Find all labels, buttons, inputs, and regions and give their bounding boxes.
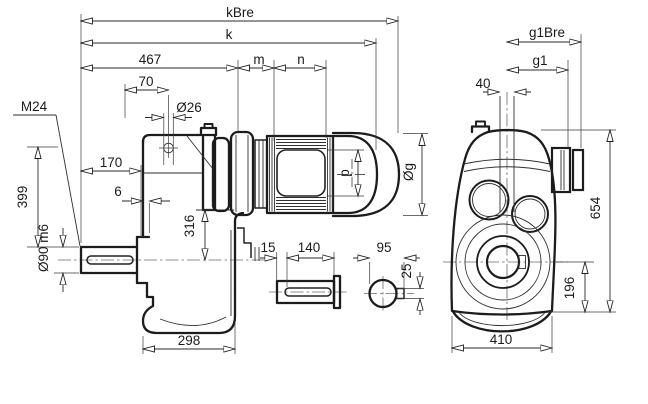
motor-hatch-right: [327, 137, 333, 212]
side-cover-arc-1: [463, 158, 551, 165]
interior-diagonal: [186, 135, 214, 170]
coupling-bump: [211, 136, 231, 213]
dim-label-316: 316: [182, 215, 197, 238]
dim-label-p: p: [337, 169, 352, 177]
snout-steps: [237, 227, 252, 258]
motor-cap-brake: [331, 131, 401, 218]
side-view: g1Bre g1 40 654 196 410: [443, 25, 616, 353]
lifting-tab-cap: [203, 123, 214, 129]
output-bore-mid: [464, 223, 542, 301]
output-bore-outer: [455, 214, 551, 310]
dim-label-kbre: kBre: [226, 5, 254, 20]
lifting-tab: [199, 126, 218, 137]
dim-label-399: 399: [15, 186, 30, 209]
dim-label-170: 170: [100, 155, 123, 170]
side-block-1: [550, 146, 572, 194]
dim-label-n: n: [297, 52, 305, 67]
output-bore-hub: [476, 235, 530, 289]
housing-bulge: [141, 211, 245, 335]
dim-label-6: 6: [114, 184, 122, 199]
housing-top-edge: [141, 133, 203, 144]
motor-stator: [265, 134, 335, 215]
dim-label-26: Ø26: [176, 100, 202, 115]
shaft-keyway: [86, 255, 134, 265]
output-shaft: [79, 245, 139, 275]
motor-fins-top: [276, 139, 326, 149]
motor-flange-ring: [254, 139, 268, 209]
dim-label-95: 95: [376, 240, 391, 255]
shaft-end-detail-view: 95 25: [353, 240, 424, 315]
dim-label-90: Ø90 m6: [36, 224, 51, 272]
dim-label-m: m: [253, 52, 264, 67]
side-dimensions: g1Bre g1 40 654 196 410: [452, 25, 616, 353]
dim-label-15: 15: [260, 240, 275, 255]
detail-flange: [332, 274, 342, 310]
plug-circle-2: [511, 195, 549, 233]
plug-circle-1-inner: [472, 183, 506, 217]
dim-label-467: 467: [139, 52, 162, 67]
side-bottom-inner: [458, 312, 546, 326]
front-dimensions: kBre k 467 m n 70 Ø26 M24 170 6 399 Ø90 …: [13, 5, 428, 354]
front-view: kBre k 467 m n 70 Ø26 M24 170 6 399 Ø90 …: [13, 5, 428, 354]
dim-label-298: 298: [178, 333, 201, 348]
dim-label-og: Øg: [401, 163, 416, 181]
dim-label-g1bre: g1Bre: [529, 25, 565, 40]
side-lug: [470, 125, 491, 134]
side-block-2: [571, 148, 585, 192]
flange-bolt-hole: [159, 113, 178, 165]
motor-hatch-left: [269, 137, 275, 212]
dim-label-g1: g1: [532, 53, 547, 68]
housing-left-profile: [135, 133, 203, 285]
motor-frame-panel: [276, 149, 326, 197]
dim-label-25: 25: [399, 263, 414, 278]
plug-circle-1: [468, 179, 510, 221]
shaft-detail-view: 15 140: [260, 240, 348, 310]
side-lug-cap: [475, 120, 486, 128]
bulge-inner-arc: [159, 316, 227, 326]
dim-label-40: 40: [475, 76, 490, 91]
dim-label-140: 140: [298, 240, 321, 255]
plug-circle-2-inner: [514, 198, 546, 230]
side-bottom-bulge: [451, 310, 553, 333]
dim-label-410: 410: [490, 332, 513, 347]
m24-leader: [55, 114, 81, 247]
dim-label-196: 196: [562, 277, 577, 300]
motor-fins-bottom: [276, 197, 326, 210]
side-cover-arc-2: [463, 166, 551, 172]
motor-cap: [331, 134, 379, 215]
dim-label-70: 70: [138, 74, 153, 89]
adapter-ring: [229, 130, 255, 217]
side-housing-outline: [450, 128, 557, 316]
detail-keyway: [284, 287, 332, 297]
dim-label-m24: M24: [21, 99, 48, 114]
dim-label-654: 654: [588, 196, 603, 219]
dim-label-k: k: [226, 27, 233, 42]
output-bore-keyway: [518, 255, 526, 269]
